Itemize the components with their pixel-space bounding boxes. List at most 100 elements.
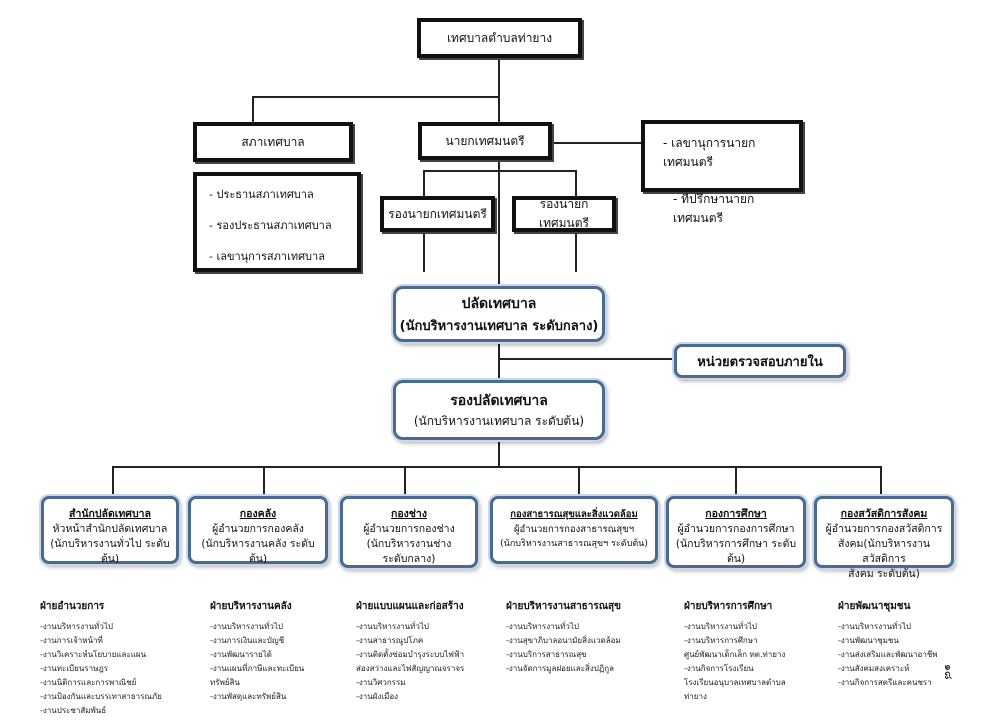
deputy-clerk-subtitle: (นักบริหารงานเทศบาล ระดับต้น) [413, 413, 585, 428]
department-line: หัวหน้าสำนักปลัดเทศบาล [52, 523, 168, 535]
department-box: กองคลัง ผู้อำนวยการกองคลัง (นักบริหารงาน… [188, 496, 328, 565]
advisor-item: - เลขานุการนายกเทศมนตรี [663, 136, 756, 169]
connector [550, 142, 642, 144]
department-name: กองคลัง [239, 508, 277, 520]
clerk-subtitle: (นักบริหารงานเทศบาล ระดับกลาง) [399, 318, 599, 334]
department-box: สำนักปลัดเทศบาล หัวหน้าสำนักปลัดเทศบาล (… [41, 496, 179, 565]
connector [423, 170, 425, 196]
section-item: -งานสุขาภิบาลอนามัยสิ่งแวดล้อม [506, 636, 621, 645]
audit-box: หน่วยตรวจสอบภายใน [674, 344, 846, 378]
section-item: -งานบริหารงานทั่วไป [356, 622, 429, 631]
department-line: ผู้อำนวยการกองคลัง [212, 523, 304, 535]
council-members-box: - ประธานสภาเทศบาล - รองประธานสภาเทศบาล -… [193, 172, 361, 272]
section-item: โรงเรียนอนุบาลเทศบาลตำบล [684, 678, 786, 687]
section-item: -งานพัฒนาชุมชน [838, 636, 899, 645]
municipality-box: เทศบาลตำบลท่ายาง [417, 18, 582, 58]
department-line: (นักบริหารการศึกษา ระดับ [675, 538, 797, 550]
section-item: -งานบริการสาธารณสุข [506, 650, 587, 659]
section-item: -งานกิจการสตรีและคนชรา [838, 678, 932, 687]
advisors-box: - เลขานุการนายกเทศมนตรี - ที่ปรึกษานายกเ… [641, 120, 803, 225]
section-item: -งานนิติการและการพาณิชย์ [40, 678, 137, 687]
connector [263, 466, 265, 496]
connector [252, 96, 254, 124]
section-item: -งานแผนที่ภาษีและทะเบียน [210, 664, 305, 673]
section-item: -งานบริหารงานทั่วไป [838, 622, 911, 631]
section-item: -งานวิเคราะห์นโยบายและแผน [40, 650, 147, 659]
section-item: -งานการเจ้าหน้าที่ [40, 636, 103, 645]
section-item: -งานบริหารการศึกษา [684, 636, 758, 645]
section-heading: ฝ่ายอำนวยการ [40, 601, 105, 612]
section-item: -งานการเงินและบัญชี [210, 636, 285, 645]
page-number: ๑๘ [942, 664, 955, 680]
connector [423, 232, 425, 272]
deputy-clerk-box: รองปลัดเทศบาล (นักบริหารงานเทศบาล ระดับต… [393, 380, 605, 440]
section-list: ฝ่ายอำนวยการ -งานบริหารงานทั่วไป -งานการ… [40, 600, 190, 718]
connector [880, 466, 882, 496]
department-line: ผู้อำนวยการกองช่าง [363, 523, 455, 535]
section-item: -งานผังเมือง [356, 692, 399, 701]
council-members-list: - ประธานสภาเทศบาล - รองประธานสภาเทศบาล -… [209, 188, 357, 264]
department-line: ผู้อำนวยการกองสาธารณสุขฯ [513, 524, 635, 535]
municipality-title: เทศบาลตำบลท่ายาง [446, 30, 553, 45]
connector [423, 170, 577, 172]
section-list: ฝ่ายบริหารการศึกษา -งานบริหารงานทั่วไป -… [684, 600, 814, 704]
department-name: กองการศึกษา [705, 508, 767, 520]
connector [112, 466, 114, 496]
connector [735, 466, 737, 496]
department-line: ต้น) [726, 553, 746, 565]
audit-title: หน่วยตรวจสอบภายใน [697, 354, 823, 370]
section-list: ฝ่ายพัฒนาชุมชน -งานบริหารงานทั่วไป -งานพ… [838, 600, 968, 690]
section-item: -งานป้องกันและบรรเทาสาธารณภัย [40, 692, 162, 701]
section-list: ฝ่ายบริหารงานสาธารณสุข -งานบริหารงานทั่ว… [506, 600, 656, 676]
section-item: -งานบริหารงานทั่วไป [40, 622, 113, 631]
connector [498, 58, 500, 122]
deputy-mayor-box: รองนายกเทศมนตรี [512, 196, 616, 232]
department-box: กองช่าง ผู้อำนวยการกองช่าง (นักบริหารงาน… [340, 496, 478, 568]
council-title: สภาเทศบาล [241, 134, 305, 149]
department-name: กองสวัสดิการสังคม [840, 508, 928, 520]
section-item: ศูนย์พัฒนาเด็กเล็ก ทต.ท่ายาง [684, 650, 786, 659]
connector [498, 358, 674, 360]
department-box: กองการศึกษา ผู้อำนวยการกองการศึกษา (นักบ… [666, 496, 806, 568]
mayor-title: นายกเทศมนตรี [445, 133, 525, 148]
section-item: ทรัพย์สิน [210, 678, 240, 687]
department-line: (นักบริหารงานคลัง ระดับต้น) [201, 538, 315, 565]
connector [498, 440, 500, 468]
clerk-box: ปลัดเทศบาล (นักบริหารงานเทศบาล ระดับกลาง… [393, 286, 605, 342]
section-item: ส่องสว่างและไฟสัญญาณจราจร [356, 664, 465, 673]
connector [575, 232, 577, 272]
section-heading: ฝ่ายบริหารงานสาธารณสุข [506, 601, 621, 612]
section-item: -งานประชาสัมพันธ์ [40, 706, 107, 715]
connector [575, 170, 577, 196]
section-item: ท่ายาง [684, 692, 707, 701]
department-line: ผู้อำนวยการกองการศึกษา [677, 523, 795, 535]
department-line: (นักบริหารงานช่าง [366, 538, 452, 550]
section-item: -งานทะเบียนราษฎร [40, 664, 109, 673]
section-item: -งานบริหารงานทั่วไป [684, 622, 757, 631]
deputy-mayor-title: รองนายกเทศมนตรี [388, 206, 487, 221]
section-item: -งานวิศวกรรม [356, 678, 406, 687]
section-item: -งานสาธารณูปโภค [356, 636, 424, 645]
deputy-clerk-title: รองปลัดเทศบาล [450, 392, 548, 409]
department-name: กองสาธารณสุขและสิ่งแวดล้อม [510, 509, 638, 520]
council-box: สภาเทศบาล [193, 122, 353, 162]
section-list: ฝ่ายบริหารงานคลัง -งานบริหารงานทั่วไป -ง… [210, 600, 350, 704]
section-item: -งานติดตั้งซ่อมบำรุงระบบไฟฟ้า [356, 650, 465, 659]
section-item: -งานกิจการโรงเรียน [684, 664, 754, 673]
council-member: - เลขานุการสภาเทศบาล [209, 250, 325, 263]
connector [404, 466, 406, 496]
section-item: -งานสังคมสงเคราะห์ [838, 664, 910, 673]
connector [578, 466, 580, 496]
section-item: -งานจัดการมูลฝอยและสิ่งปฏิกูล [506, 664, 614, 673]
department-line: ผู้อำนวยการกองสวัสดิการ [825, 523, 943, 535]
section-item: -งานพัสดุและทรัพย์สิน [210, 692, 287, 701]
connector [498, 340, 500, 382]
department-line: สังคม ระดับต้น) [848, 568, 920, 580]
section-item: -งานบริหารงานทั่วไป [210, 622, 283, 631]
department-name: สำนักปลัดเทศบาล [69, 508, 151, 520]
advisor-item: - ที่ปรึกษานายกเทศมนตรี [673, 192, 755, 225]
connector [112, 466, 880, 468]
section-heading: ฝ่ายบริหารงานคลัง [210, 601, 292, 612]
section-heading: ฝ่ายแบบแผนและก่อสร้าง [356, 601, 464, 612]
connector [498, 160, 500, 286]
